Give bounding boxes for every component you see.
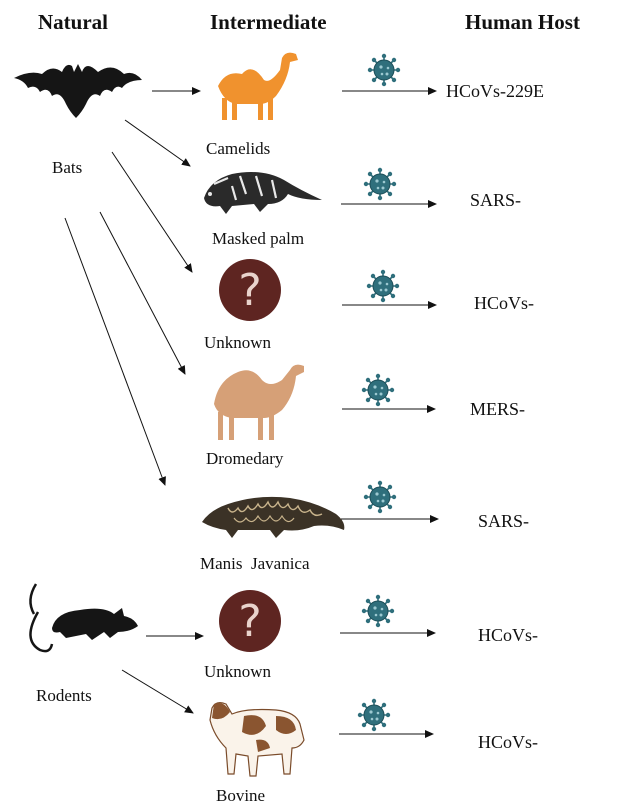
- question-icon: [219, 259, 281, 321]
- pangolin-icon: [202, 497, 344, 538]
- label-manis-javanica: Manis Javanica: [200, 554, 310, 574]
- civet-icon: [204, 172, 322, 214]
- arrow-bats-masked-palm: [125, 120, 190, 166]
- virus-label-hcov-3: HCoVs-: [478, 732, 538, 753]
- arrow-bats-pangolin: [65, 218, 165, 485]
- virus-icon: [364, 481, 396, 513]
- arrow-bats-unknown: [112, 152, 192, 272]
- virus-label-hcov-2: HCoVs-: [478, 625, 538, 646]
- virus-icon: [362, 595, 394, 627]
- virus-label-hcov-229e: HCoVs-229E: [446, 81, 544, 102]
- rat-icon: [30, 584, 138, 651]
- label-rodents: Rodents: [36, 686, 92, 706]
- virus-icon: [367, 270, 399, 302]
- virus-icon: [368, 54, 400, 86]
- virus-icon: [362, 374, 394, 406]
- label-masked-palm: Masked palm: [212, 229, 304, 249]
- virus-icon: [364, 168, 396, 200]
- arrow-bats-dromedary: [100, 212, 185, 374]
- arrow-rodents-bovine: [122, 670, 193, 713]
- cow-icon: [210, 703, 304, 776]
- camel-icon: [218, 53, 298, 120]
- label-unknown-1: Unknown: [204, 333, 271, 353]
- label-bovine: Bovine: [216, 786, 265, 806]
- label-bats: Bats: [52, 158, 82, 178]
- bat-icon: [14, 64, 142, 118]
- virus-label-mers: MERS-: [470, 399, 525, 420]
- question-icon: [219, 590, 281, 652]
- label-camelids: Camelids: [206, 139, 270, 159]
- dromedary-icon: [214, 365, 304, 440]
- virus-label-sars-2: SARS-: [478, 511, 529, 532]
- label-dromedary: Dromedary: [206, 449, 283, 469]
- label-unknown-2: Unknown: [204, 662, 271, 682]
- virus-label-sars-1: SARS-: [470, 190, 521, 211]
- virus-icon: [358, 699, 390, 731]
- virus-label-hcov-1: HCoVs-: [474, 293, 534, 314]
